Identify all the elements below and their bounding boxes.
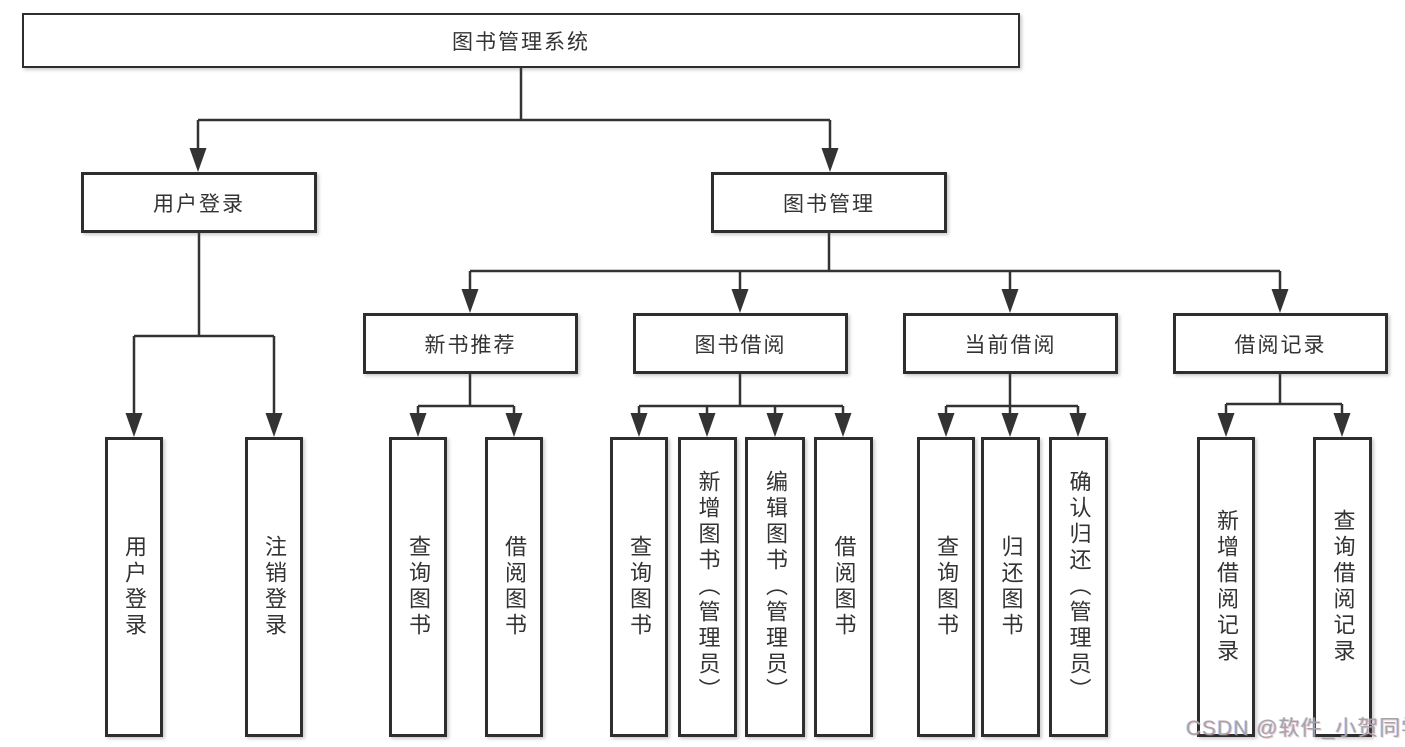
node-leaf-borrow-books-1: 借阅图书 — [485, 437, 543, 737]
node-root: 图书管理系统 — [22, 13, 1020, 68]
edge-new-book-rec-fan — [416, 374, 516, 415]
node-leaf-add-borrow-rec: 新增借阅记录 — [1197, 437, 1255, 737]
csdn-watermark: CSDN @软件_小贺同学 — [1186, 717, 1405, 740]
node-leaf-query-books-2: 查询图书 — [610, 437, 668, 737]
node-leaf-query-books-1: 查询图书 — [389, 437, 447, 737]
arrowheads — [125, 148, 1351, 437]
node-leaf-query-borrow-rec: 查询借阅记录 — [1313, 437, 1372, 737]
edge-book-borrow-fan — [637, 374, 845, 415]
edge-user-login-fan — [132, 233, 276, 415]
node-book-borrow: 图书借阅 — [633, 313, 848, 374]
node-leaf-borrow-books-2: 借阅图书 — [814, 437, 873, 737]
edge-current-borrow-fan — [944, 374, 1080, 415]
node-leaf-return-book: 归还图书 — [981, 437, 1040, 737]
node-leaf-query-books-3: 查询图书 — [917, 437, 975, 737]
edge-root-to-level2 — [196, 68, 832, 150]
node-user-login-branch: 用户登录 — [81, 172, 317, 233]
node-new-book-rec: 新书推荐 — [363, 313, 578, 374]
node-leaf-edit-book: 编辑图书（管理员） — [745, 437, 805, 737]
edge-book-mgmt-fan — [468, 233, 1282, 291]
node-leaf-logout: 注销登录 — [245, 437, 303, 737]
edge-borrow-records-fan — [1224, 374, 1344, 415]
node-borrow-records: 借阅记录 — [1173, 313, 1388, 374]
node-leaf-user-login: 用户登录 — [105, 437, 163, 737]
node-book-mgmt-branch: 图书管理 — [711, 172, 947, 233]
node-current-borrow: 当前借阅 — [903, 313, 1118, 374]
node-leaf-add-book: 新增图书（管理员） — [678, 437, 737, 737]
node-leaf-confirm-return: 确认归还（管理员） — [1049, 437, 1108, 737]
